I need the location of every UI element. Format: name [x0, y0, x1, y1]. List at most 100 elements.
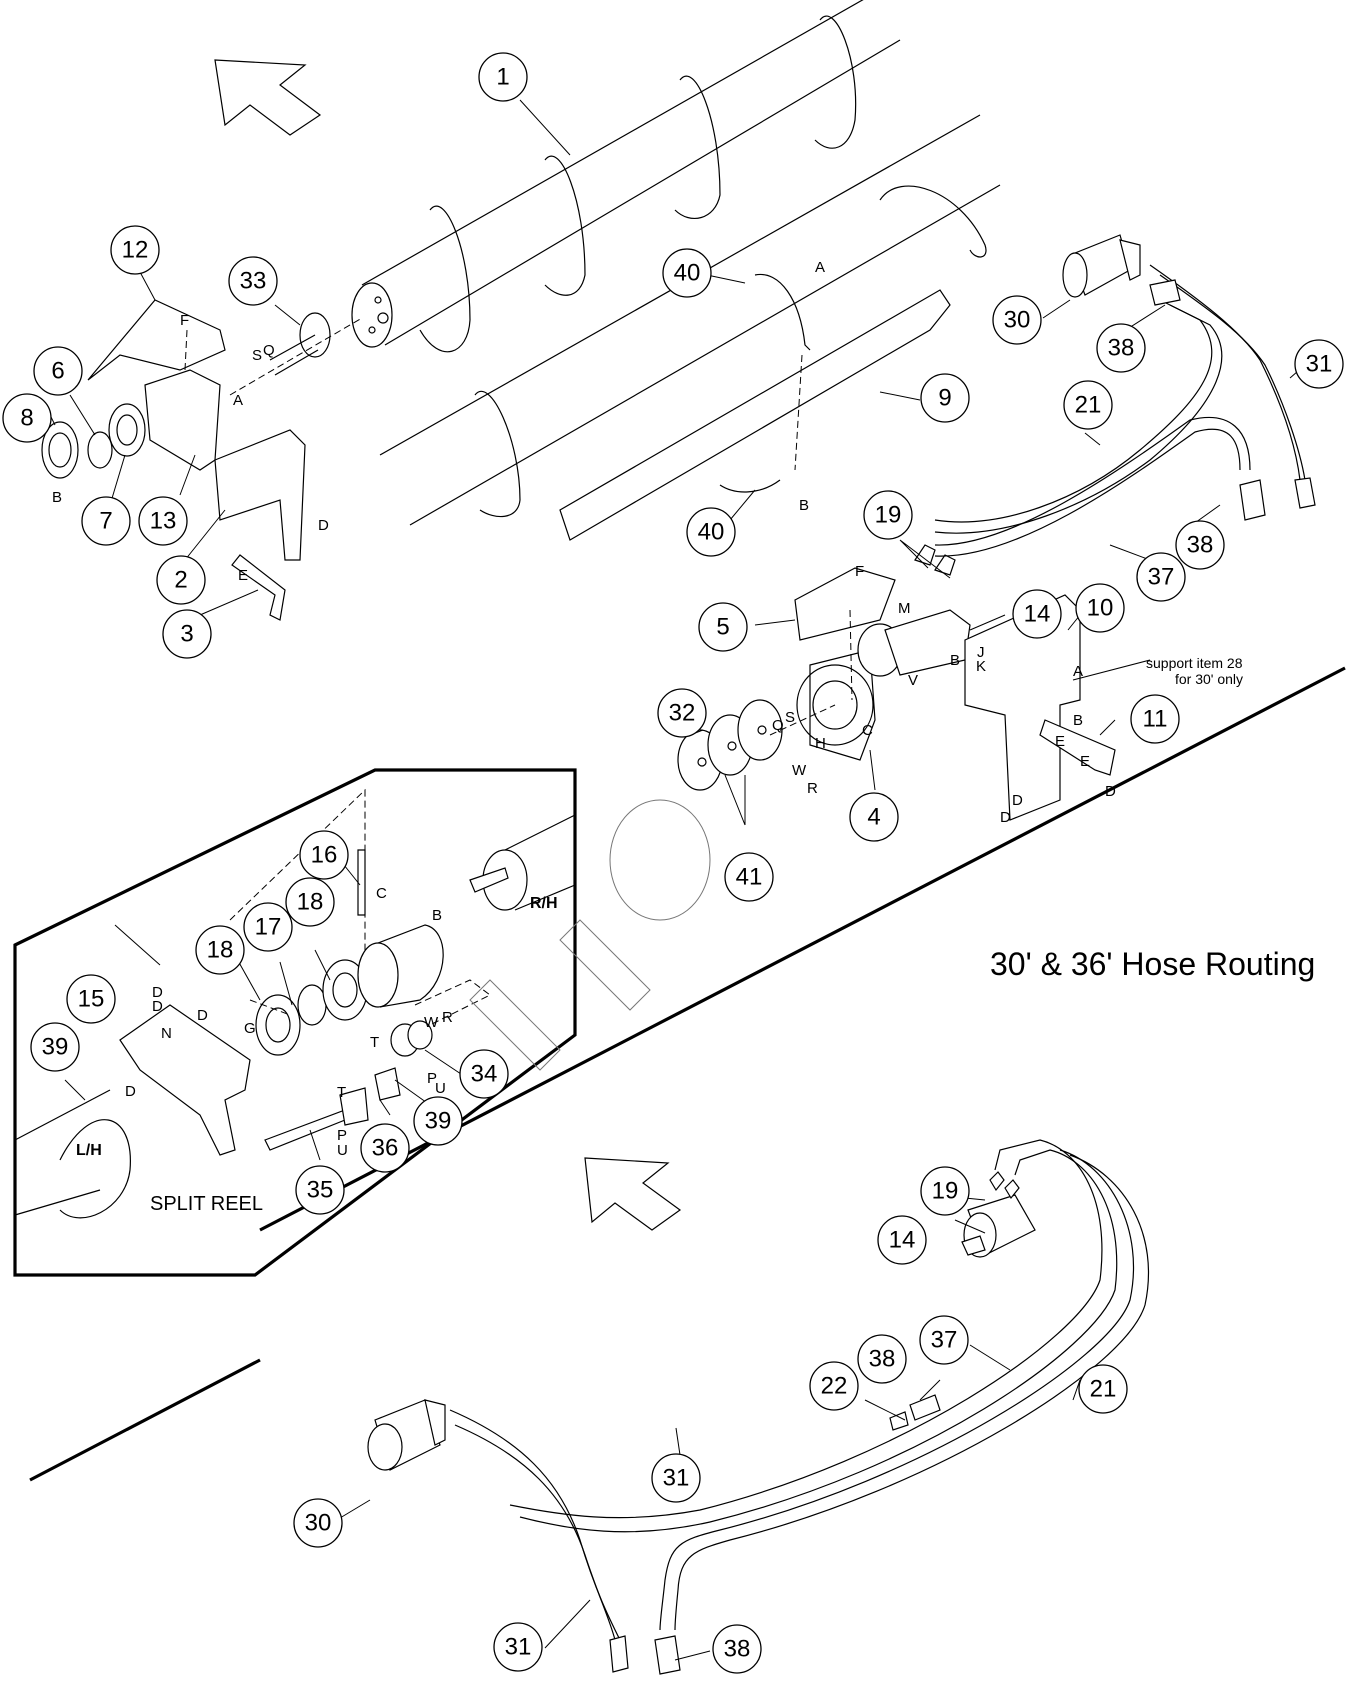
callout-balloon: 37: [919, 1315, 969, 1365]
svg-text:14: 14: [1024, 601, 1051, 628]
callout-balloon: 22: [809, 1361, 859, 1411]
svg-text:17: 17: [255, 914, 282, 941]
support-note-line1: support item 28: [1146, 655, 1243, 671]
svg-text:31: 31: [505, 1634, 532, 1661]
callout-balloon: 14: [877, 1215, 927, 1265]
leader-lines: [44, 99, 1306, 1661]
ref-letter: S: [785, 709, 795, 726]
ref-letter: Q: [263, 342, 275, 359]
svg-text:9: 9: [938, 385, 951, 412]
ref-letter: G: [244, 1020, 256, 1037]
svg-text:37: 37: [931, 1327, 958, 1354]
ref-letter: K: [976, 658, 986, 675]
ref-letter: D: [125, 1083, 136, 1100]
ref-letter: Q: [772, 717, 784, 734]
svg-text:36: 36: [372, 1135, 399, 1162]
hose-routing-title: 30' & 36' Hose Routing: [990, 946, 1315, 982]
svg-text:39: 39: [42, 1034, 69, 1061]
upper-hose-routing: [934, 234, 1316, 557]
callout-balloon: 39: [30, 1022, 80, 1072]
callout-balloon: 38: [712, 1624, 762, 1674]
svg-text:22: 22: [821, 1373, 848, 1400]
ref-letter: J: [977, 644, 985, 661]
svg-text:39: 39: [425, 1108, 452, 1135]
svg-text:19: 19: [875, 502, 902, 529]
svg-text:21: 21: [1090, 1376, 1117, 1403]
svg-text:4: 4: [867, 804, 880, 831]
callout-balloon: 6: [33, 346, 83, 396]
svg-text:21: 21: [1075, 392, 1102, 419]
ref-letter: R: [442, 1009, 453, 1026]
callout-balloon: 38: [857, 1334, 907, 1384]
svg-text:30: 30: [1004, 307, 1031, 334]
ref-letter: D: [197, 1007, 208, 1024]
svg-text:2: 2: [174, 567, 187, 594]
ref-letter: E: [1080, 753, 1090, 770]
ref-letter: E: [1055, 733, 1065, 750]
svg-text:35: 35: [307, 1177, 334, 1204]
ref-letter: B: [799, 497, 809, 514]
ref-letter: E: [238, 567, 248, 584]
callout-balloon: 41: [724, 852, 774, 902]
ref-letter: N: [161, 1025, 172, 1042]
ref-letter: A: [1073, 663, 1083, 680]
ref-letter: A: [815, 259, 825, 276]
svg-text:41: 41: [736, 864, 763, 891]
svg-text:38: 38: [1187, 532, 1214, 559]
ref-letter: D: [1000, 809, 1011, 826]
callout-balloon: 21: [1063, 380, 1113, 430]
svg-text:19: 19: [932, 1178, 959, 1205]
svg-text:8: 8: [20, 405, 33, 432]
ref-letter: C: [376, 885, 387, 902]
svg-text:7: 7: [99, 508, 112, 535]
ref-letter: D: [1012, 792, 1023, 809]
svg-text:12: 12: [122, 237, 149, 264]
svg-text:18: 18: [297, 889, 324, 916]
callout-balloon: 36: [360, 1123, 410, 1173]
callout-balloon: 12: [110, 225, 160, 275]
ref-letter: D: [1105, 783, 1116, 800]
callout-balloon: 8: [2, 393, 52, 443]
ref-letter: W: [792, 762, 807, 779]
svg-text:38: 38: [724, 1636, 751, 1663]
svg-text:38: 38: [1108, 335, 1135, 362]
callout-balloon: 31: [1294, 339, 1344, 389]
right-hand-label: R/H: [530, 895, 558, 912]
svg-text:30: 30: [305, 1510, 332, 1537]
ref-letter: D: [152, 984, 163, 1001]
watermark: [469, 799, 711, 1071]
svg-text:18: 18: [207, 937, 234, 964]
callout-balloon: 31: [651, 1453, 701, 1503]
svg-text:3: 3: [180, 621, 193, 648]
svg-text:10: 10: [1087, 595, 1114, 622]
callout-balloon: 9: [920, 373, 970, 423]
callout-balloon: 5: [698, 602, 748, 652]
svg-text:32: 32: [669, 700, 696, 727]
svg-text:13: 13: [150, 508, 177, 535]
callout-balloon: 40: [662, 248, 712, 298]
callout-balloon: 30: [992, 295, 1042, 345]
svg-text:31: 31: [663, 1465, 690, 1492]
svg-text:34: 34: [471, 1061, 498, 1088]
callout-balloon: 11: [1130, 694, 1180, 744]
ref-letter: B: [1073, 712, 1083, 729]
callout-balloon: 19: [920, 1166, 970, 1216]
ref-letter: P: [337, 1127, 347, 1144]
split-reel-inset: [13, 768, 577, 1277]
auger-tube: [351, 0, 901, 353]
ref-letter: V: [908, 672, 918, 689]
ref-letter: H: [815, 735, 826, 752]
callout-balloon: 18: [195, 925, 245, 975]
center-drive-assembly: [677, 544, 1116, 821]
ref-letter: U: [337, 1142, 348, 1159]
ref-letter: D: [318, 517, 329, 534]
callout-balloon: 10: [1075, 583, 1125, 633]
svg-text:11: 11: [1143, 706, 1168, 733]
callout-balloon: 1: [478, 52, 528, 102]
callout-balloon: 39: [413, 1096, 463, 1146]
reel-tube: [379, 114, 1001, 541]
ref-letter: D: [152, 998, 163, 1015]
svg-text:5: 5: [716, 614, 729, 641]
svg-text:15: 15: [78, 986, 105, 1013]
